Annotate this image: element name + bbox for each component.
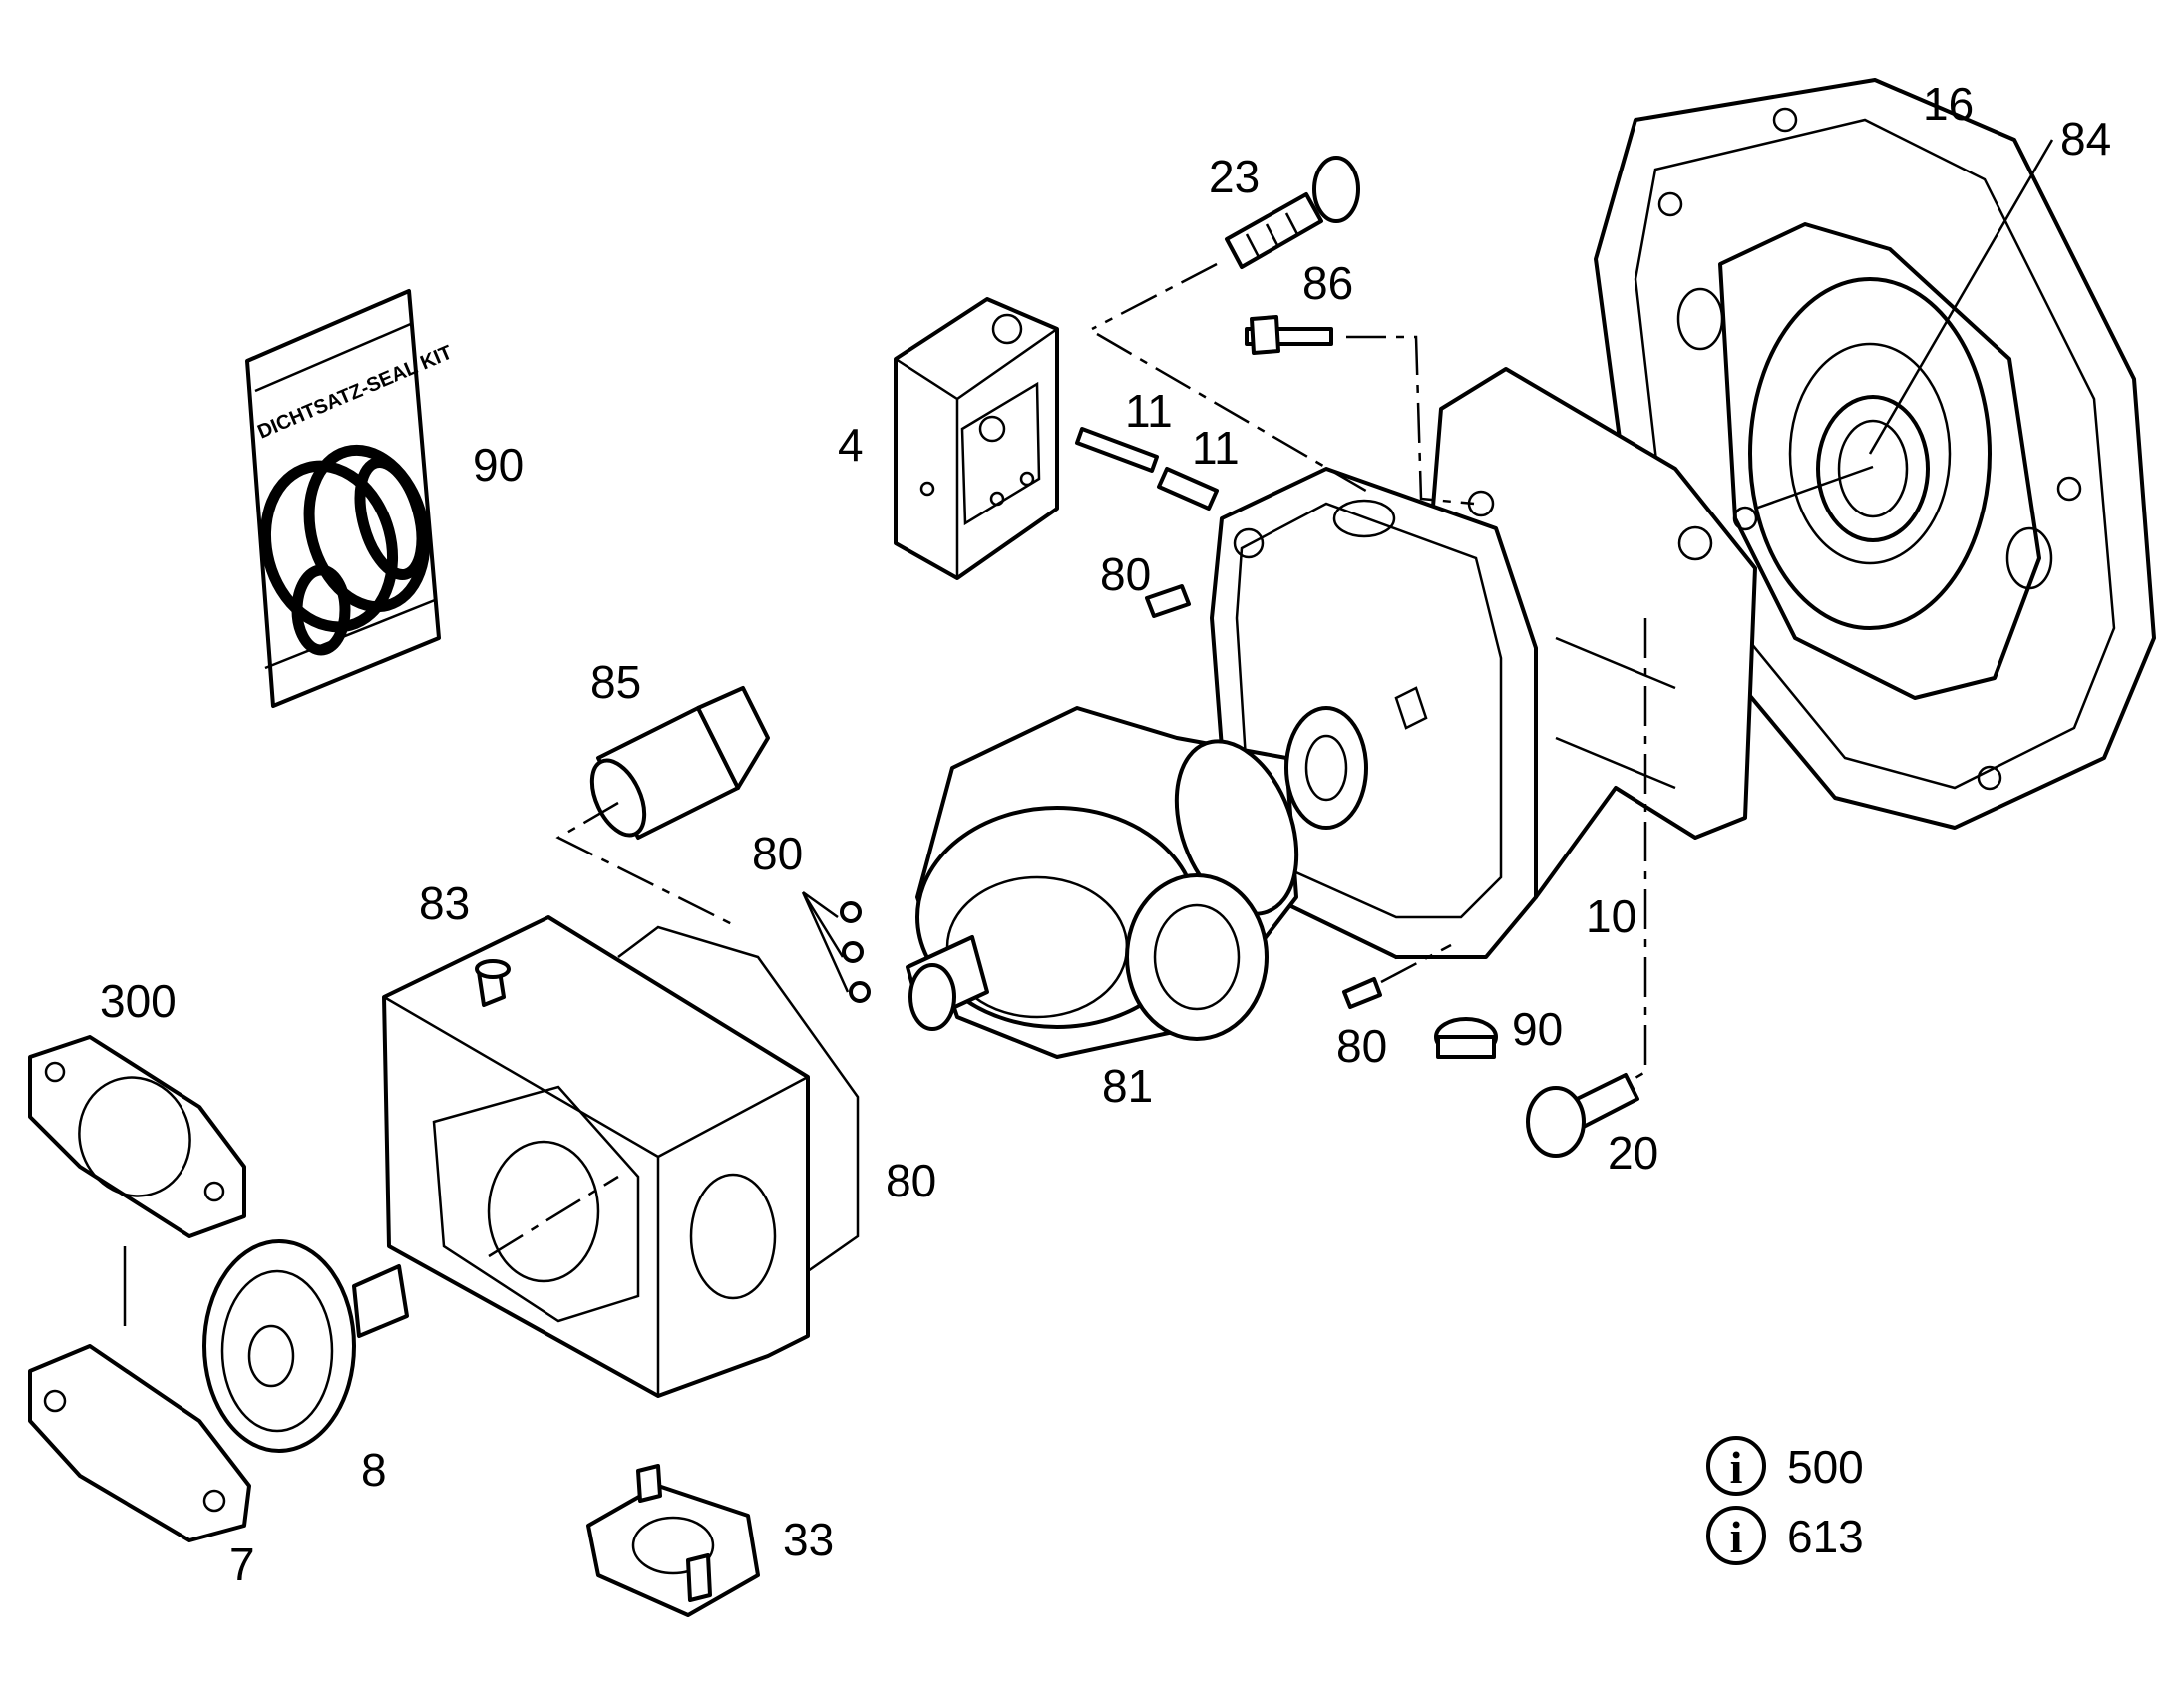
control-valve — [894, 297, 1059, 580]
label-33: 33 — [783, 1514, 834, 1565]
flange-33 — [586, 1464, 760, 1617]
info-reference-1[interactable]: i 500 — [1706, 1436, 1864, 1496]
dowel-pin-80 — [1342, 977, 1382, 1009]
info-ref-500: 500 — [1787, 1441, 1864, 1493]
label-80-c: 80 — [1336, 1020, 1387, 1072]
label-80-b: 80 — [752, 828, 803, 879]
info-reference-2[interactable]: i 613 — [1706, 1506, 1864, 1565]
screw-20 — [1526, 1073, 1639, 1158]
port-plate-housing — [382, 915, 860, 1398]
label-90-plug: 90 — [1512, 1003, 1563, 1055]
label-23: 23 — [1209, 151, 1260, 202]
info-icon[interactable] — [1706, 1506, 1766, 1565]
label-10: 10 — [1586, 890, 1636, 942]
info-icon[interactable] — [1706, 1436, 1766, 1496]
flange-300 — [28, 1035, 246, 1238]
label-83: 83 — [419, 877, 470, 929]
label-80-a: 80 — [1100, 548, 1151, 600]
label-85: 85 — [590, 656, 641, 708]
leader-lines — [123, 139, 2054, 1326]
info-ref-613: 613 — [1787, 1511, 1864, 1562]
seal-kit-bag: DICHTSATZ-SEAL KIT — [245, 289, 456, 708]
label-80-d: 80 — [886, 1155, 936, 1206]
washers — [840, 901, 871, 1003]
label-20: 20 — [1608, 1127, 1658, 1179]
label-81: 81 — [1102, 1060, 1153, 1112]
plug-90 — [1434, 1017, 1498, 1059]
label-7: 7 — [229, 1538, 255, 1590]
label-86: 86 — [1302, 257, 1353, 309]
label-300: 300 — [100, 975, 177, 1027]
label-84: 84 — [2060, 113, 2111, 165]
info-icon-glyph: i — [1730, 1442, 1743, 1493]
label-16: 16 — [1923, 78, 1974, 130]
label-4: 4 — [838, 419, 864, 471]
rotary-group-81 — [906, 706, 1368, 1059]
shaft-bearing-8 — [202, 1239, 409, 1453]
label-90-kit: 90 — [473, 439, 524, 491]
valve-cartridge-85 — [589, 686, 770, 840]
dowel-pin — [1145, 584, 1191, 618]
label-11-a: 11 — [1125, 385, 1173, 437]
screw-23 — [1225, 156, 1360, 269]
part-labels: 16 84 23 86 90 4 11 11 80 85 80 83 10 80… — [100, 78, 2111, 1590]
label-11-b: 11 — [1192, 422, 1240, 474]
label-8: 8 — [361, 1444, 387, 1496]
cover-7 — [28, 1344, 251, 1542]
pins-11 — [1075, 427, 1219, 511]
fitting-86 — [1245, 315, 1333, 355]
info-icon-glyph: i — [1730, 1512, 1743, 1562]
